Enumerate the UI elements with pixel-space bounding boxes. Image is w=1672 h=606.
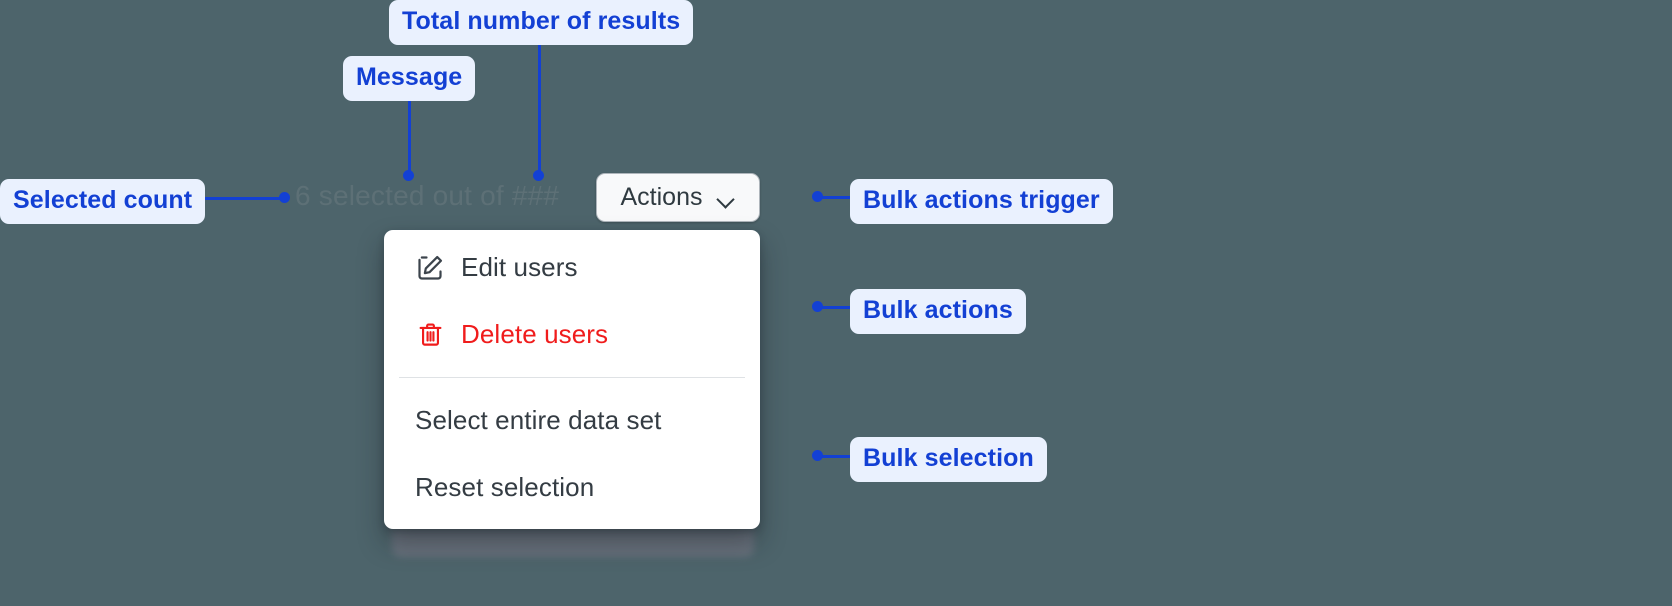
menu-item-select-entire-data-set[interactable]: Select entire data set [384, 387, 760, 454]
trash-icon [415, 320, 445, 350]
annotation-total-number-of-results: Total number of results [389, 0, 694, 45]
connector-selected-count [201, 197, 289, 200]
menu-item-edit-users[interactable]: Edit users [384, 234, 760, 301]
menu-separator [399, 377, 745, 378]
connector-dot-bulk-selection [812, 450, 823, 461]
connector-bulk-selection [817, 455, 857, 458]
menu-item-label: Edit users [461, 252, 578, 282]
selection-status-text: 6 selected out of ### [295, 180, 560, 211]
annotation-bulk-actions-trigger: Bulk actions trigger [850, 179, 1113, 224]
connector-dot-selected-count [279, 192, 290, 203]
connector-dot-total-results [533, 170, 544, 181]
connector-dot-message [403, 170, 414, 181]
connector-bulk-actions-trigger [817, 196, 857, 199]
edit-icon [415, 253, 445, 283]
menu-item-label: Reset selection [415, 472, 595, 502]
connector-dot-bulk-actions [812, 301, 823, 312]
annotation-bulk-actions: Bulk actions [850, 289, 1026, 334]
connector-dot-bulk-actions-trigger [812, 191, 823, 202]
menu-item-label: Delete users [461, 319, 609, 349]
menu-item-reset-selection[interactable]: Reset selection [384, 454, 760, 521]
connector-bulk-actions [817, 306, 857, 309]
menu-item-label: Select entire data set [415, 405, 662, 435]
annotation-message: Message [343, 56, 476, 101]
connector-total-results [538, 41, 541, 177]
connector-message [408, 93, 411, 177]
bulk-actions-dropdown-menu[interactable]: Edit users Delete users Select entire da… [384, 230, 760, 529]
chevron-down-icon [718, 193, 735, 203]
annotation-bulk-selection: Bulk selection [850, 437, 1047, 482]
bulk-actions-trigger-button[interactable]: Actions [596, 173, 760, 222]
annotation-selected-count: Selected count [0, 179, 206, 224]
bulk-actions-trigger-label: Actions [620, 183, 703, 211]
menu-item-delete-users[interactable]: Delete users [384, 301, 760, 368]
menu-drop-shadow [392, 529, 754, 557]
